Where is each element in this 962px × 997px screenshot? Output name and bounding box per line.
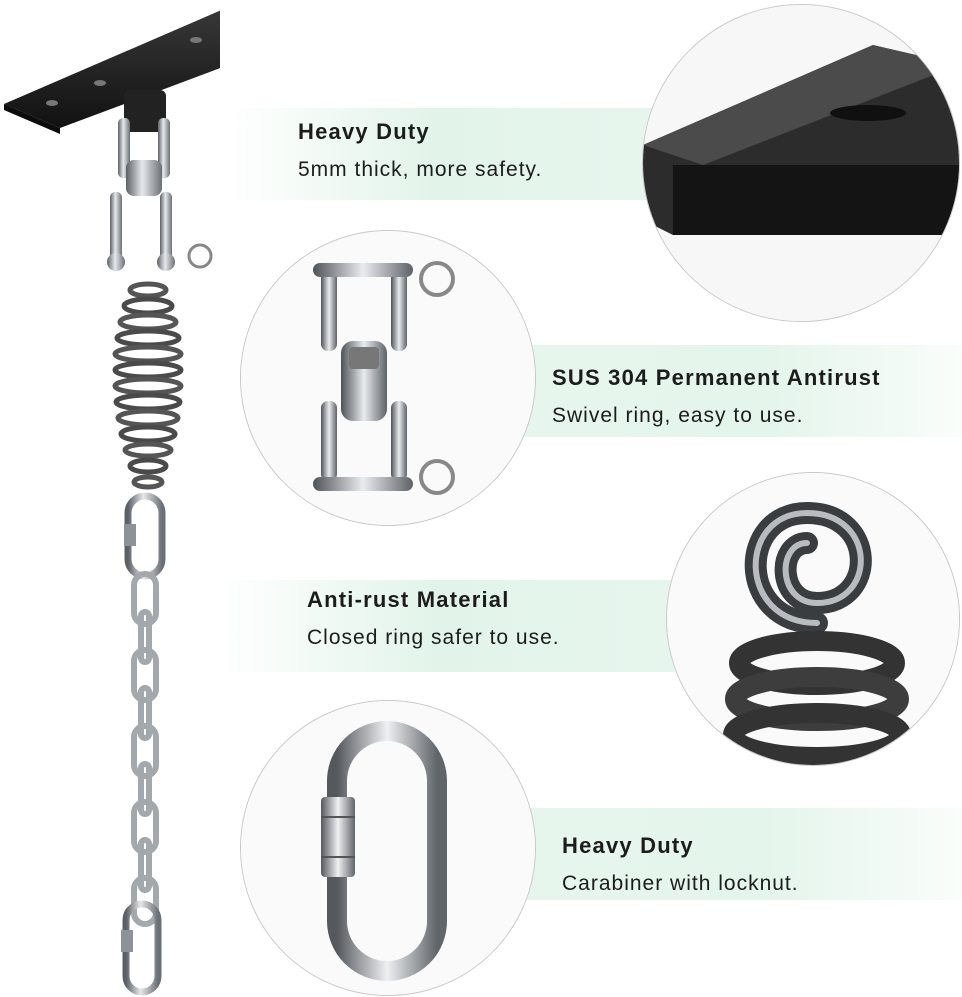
highlight-band [220, 580, 700, 672]
feature-title: Heavy Duty [562, 833, 694, 858]
highlight-band [480, 345, 962, 437]
feature-title: Heavy Duty [298, 119, 430, 144]
feature-spring-ring: Anti-rust Material Closed ring safer to … [307, 586, 560, 652]
feature-carabiner: Heavy Duty Carabiner with locknut. [562, 832, 799, 898]
carabiner-closeup-image [240, 700, 536, 996]
hanger-assembly-image [4, 10, 220, 996]
ceiling-plate [4, 10, 220, 128]
swivel-closeup-image [240, 230, 536, 526]
highlight-band [230, 108, 680, 200]
highlight-band [470, 808, 962, 900]
feature-description: Closed ring safer to use. [307, 626, 560, 649]
feature-title: Anti-rust Material [307, 587, 510, 612]
chain [131, 571, 159, 927]
spring-hook-closeup-image [666, 472, 960, 766]
plate-closeup-image [642, 4, 960, 322]
feature-description: 5mm thick, more safety. [298, 158, 543, 181]
feature-swivel: SUS 304 Permanent Antirust Swivel ring, … [552, 364, 881, 430]
feature-plate: Heavy Duty 5mm thick, more safety. [298, 118, 542, 184]
feature-description: Carabiner with locknut. [562, 872, 799, 895]
spring [112, 281, 184, 490]
feature-description: Swivel ring, easy to use. [552, 404, 804, 427]
feature-title: SUS 304 Permanent Antirust [552, 365, 881, 390]
